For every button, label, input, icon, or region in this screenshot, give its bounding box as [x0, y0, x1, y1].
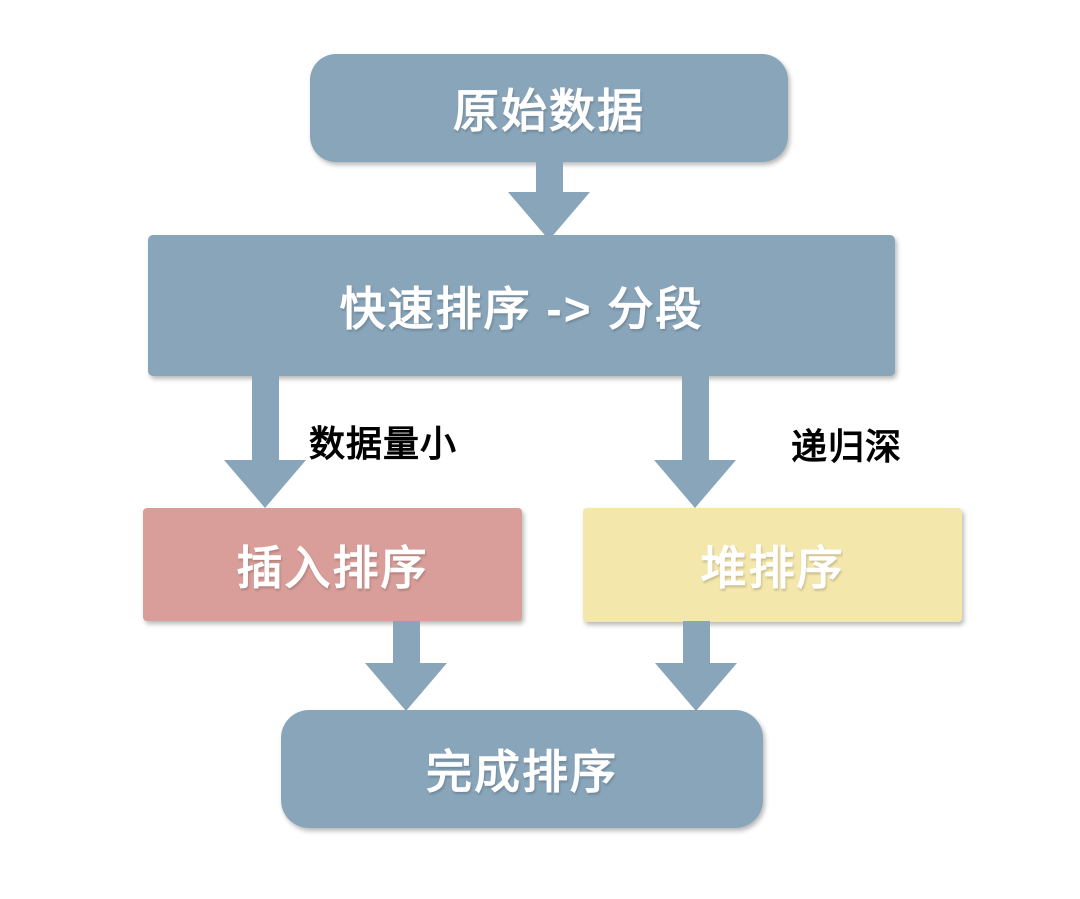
node-heap-sort: 堆排序: [583, 508, 962, 622]
arrow-head-icon: [224, 460, 306, 508]
arrow-stem: [682, 621, 710, 663]
arrow-head-icon: [365, 663, 447, 711]
node-insertion-sort: 插入排序: [143, 508, 522, 621]
arrow-head-icon: [508, 192, 590, 240]
arrow-stem: [535, 160, 563, 192]
arrow-head-icon: [654, 460, 736, 508]
edge-arrow-quicksort-to-insertion: [224, 376, 306, 508]
arrow-stem: [251, 376, 279, 460]
edge-arrow-heap-to-done: [655, 621, 737, 711]
node-heap-sort-label: 堆排序: [700, 542, 845, 594]
arrow-stem: [681, 376, 709, 460]
edge-label-deep-recursion: 递归深: [791, 426, 903, 467]
node-sorting-complete: 完成排序: [281, 710, 763, 828]
edge-arrow-quicksort-to-heap: [654, 376, 736, 508]
edge-arrow-source-to-quicksort: [508, 160, 590, 240]
arrow-stem: [392, 621, 420, 663]
node-sorting-complete-label: 完成排序: [426, 746, 618, 798]
node-quicksort-segment-label: 快速排序 -> 分段: [339, 282, 704, 335]
edge-label-small-data: 数据量小: [309, 423, 458, 464]
node-source-data-label: 原始数据: [453, 85, 645, 137]
edge-arrow-insertion-to-done: [365, 621, 447, 711]
node-quicksort-segment: 快速排序 -> 分段: [148, 235, 895, 376]
node-source-data: 原始数据: [310, 54, 788, 162]
node-insertion-sort-label: 插入排序: [236, 541, 429, 594]
arrow-head-icon: [655, 663, 737, 711]
